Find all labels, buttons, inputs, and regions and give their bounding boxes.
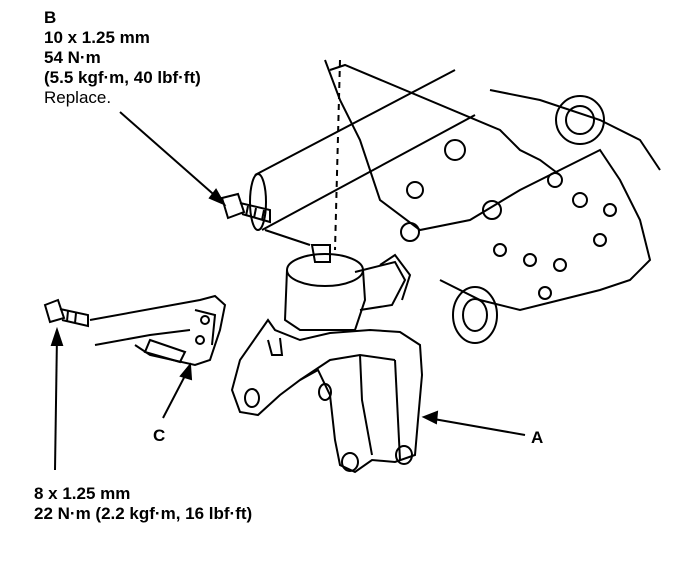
leader-small-bolt: [55, 335, 57, 470]
callout-a: A: [531, 428, 544, 447]
small-bolt-size: 8 x 1.25 mm: [34, 484, 131, 503]
leader-b: [120, 112, 220, 200]
small-bolt-torque: 22 N·m (2.2 kgf·m, 16 lbf·ft): [34, 504, 253, 523]
engine-mount-a: [232, 245, 422, 472]
bolt-b-letter: B: [44, 8, 57, 27]
bolt-b-torque-nm: 54 N·m: [44, 48, 101, 67]
bolt-b: [222, 194, 270, 222]
leader-c: [163, 370, 188, 418]
callout-c: C: [153, 426, 166, 445]
frame-rail: [250, 60, 475, 250]
bolt-b-spec: B 10 x 1.25 mm 54 N·m (5.5 kgf·m, 40 lbf…: [44, 8, 201, 108]
bolt-b-note: Replace.: [44, 88, 112, 107]
small-bolt: [45, 300, 88, 326]
bracket-c: [90, 296, 225, 365]
bolt-b-size: 10 x 1.25 mm: [44, 28, 150, 47]
arrowhead-a: [424, 412, 437, 423]
small-bolt-spec: 8 x 1.25 mm 22 N·m (2.2 kgf·m, 16 lbf·ft…: [34, 484, 252, 524]
arrowhead-small-bolt: [52, 330, 62, 345]
engine-block: [325, 60, 660, 343]
arrowhead-b: [210, 190, 224, 204]
bolt-b-torque-alt: (5.5 kgf·m, 40 lbf·ft): [44, 68, 201, 87]
arrowhead-c: [181, 365, 191, 379]
leader-a: [428, 418, 525, 435]
